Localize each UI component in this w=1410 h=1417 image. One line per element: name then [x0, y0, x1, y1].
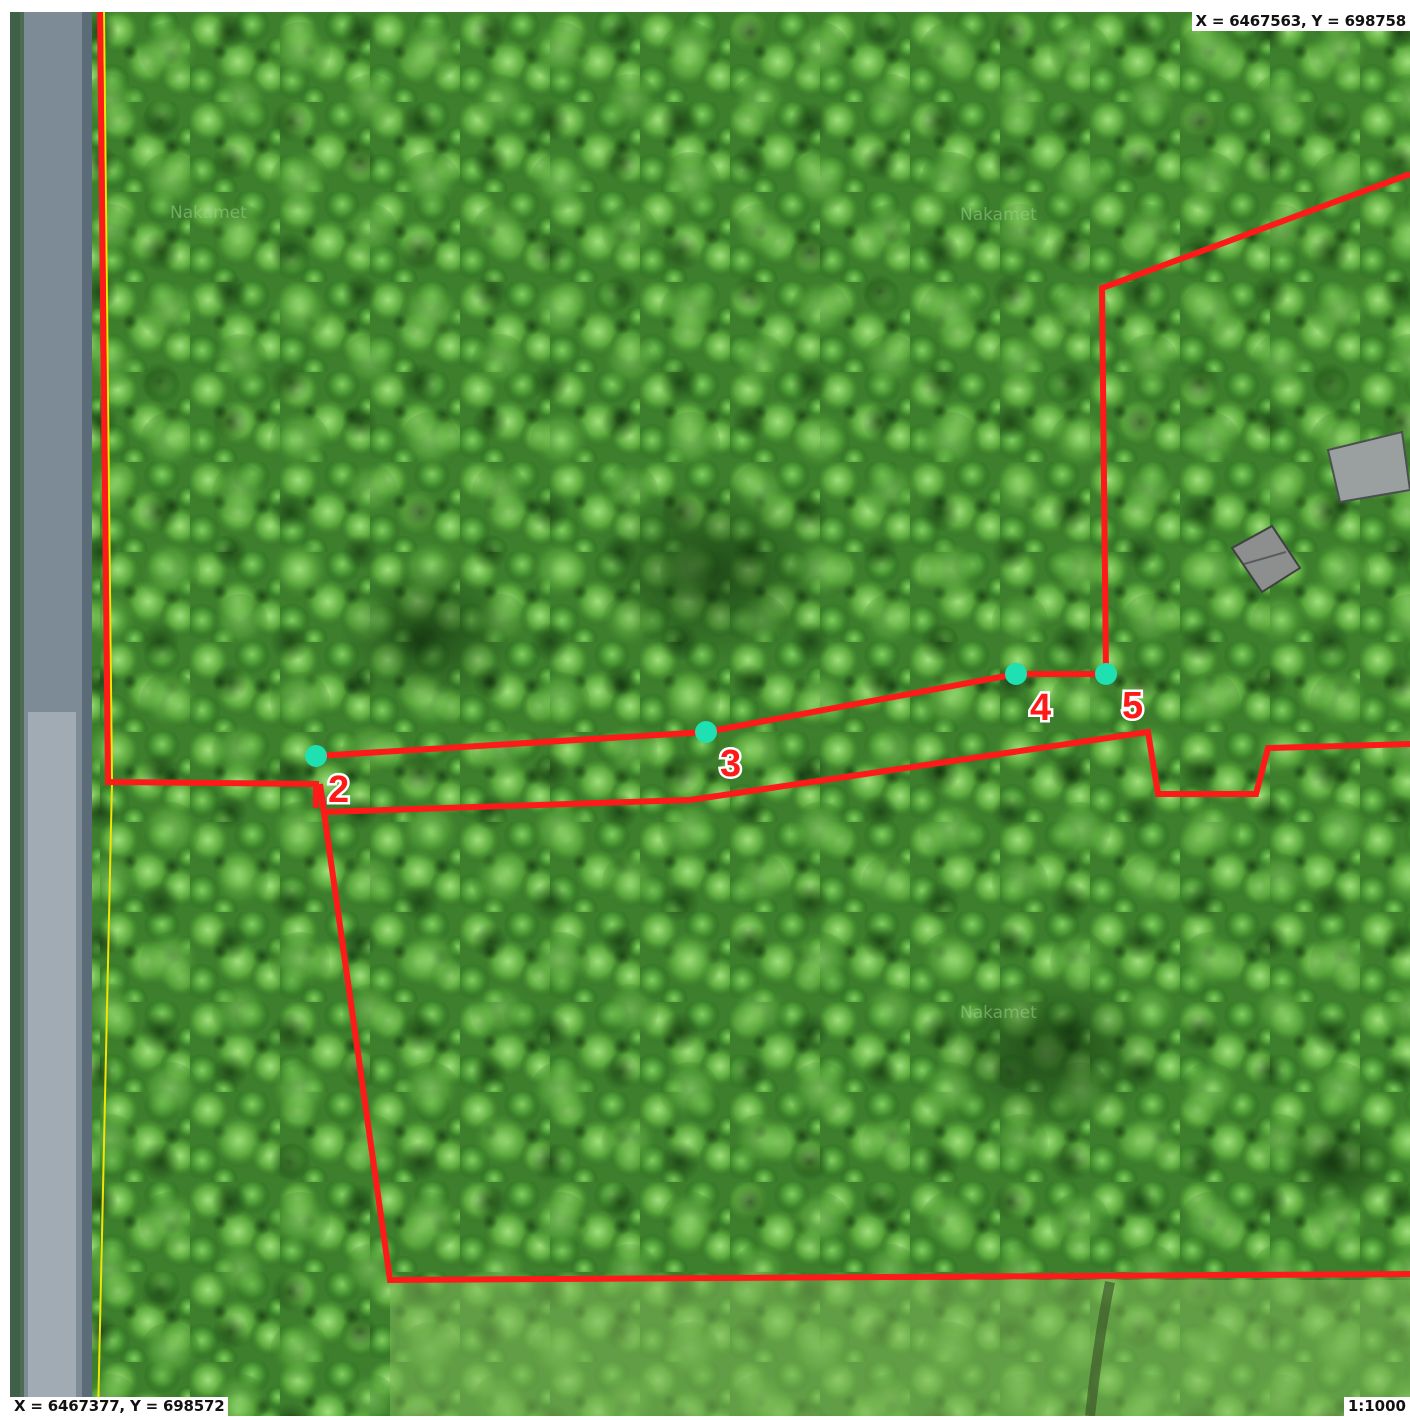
vertex-marker[interactable]	[1095, 663, 1117, 685]
shadow-patch	[940, 972, 1160, 1132]
property-boundaries	[97, 12, 1410, 1284]
map-view[interactable]: Nakamet Nakamet Nakamet 2 3 4 5 X = 6467…	[10, 12, 1410, 1416]
map-canvas[interactable]: Nakamet Nakamet Nakamet 2 3 4 5	[10, 12, 1410, 1416]
vertex-marker[interactable]	[305, 745, 327, 767]
vertex-markers	[305, 663, 1117, 767]
aerial-imagery-overlay	[10, 12, 1410, 1416]
shadow-patch	[1280, 1112, 1400, 1212]
forest-track	[1085, 1281, 1115, 1416]
boundary-middle	[323, 728, 1410, 815]
map-scale: 1:1000	[1343, 1397, 1410, 1416]
parcel-label: Nakamet	[170, 203, 247, 223]
clearing-area	[390, 1280, 1410, 1416]
boundary-west	[97, 12, 319, 808]
vertex-marker[interactable]	[695, 721, 717, 743]
vertex-label: 5	[1122, 685, 1143, 727]
shadow-patch	[590, 482, 830, 662]
building-roofs	[1230, 430, 1410, 594]
parcel-label: Nakamet	[960, 205, 1037, 225]
shadow-patch	[340, 562, 520, 702]
vertex-label: 2	[328, 769, 349, 811]
vertex-marker[interactable]	[1005, 663, 1027, 685]
boundary-north-parcel	[315, 171, 1410, 759]
coordinate-readout-top-right: X = 6467563, Y = 698758	[1191, 12, 1410, 31]
coordinate-readout-bottom-left: X = 6467377, Y = 698572	[10, 1397, 229, 1416]
boundary-south-parcel	[317, 783, 1410, 1284]
road	[10, 12, 92, 1416]
parcel-label: Nakamet	[960, 1003, 1037, 1023]
vertex-label: 3	[720, 743, 741, 785]
vertex-label: 4	[1030, 687, 1051, 729]
